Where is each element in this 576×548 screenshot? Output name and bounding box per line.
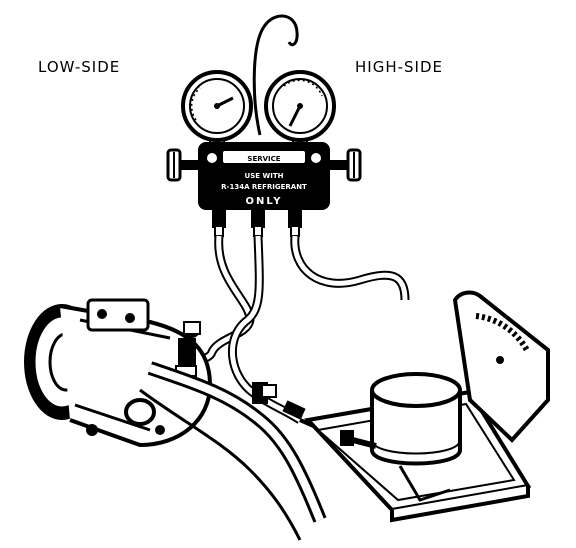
hanger-hook	[252, 14, 299, 136]
low-side-label: LOW-SIDE	[38, 58, 120, 76]
low-side-service-port	[175, 321, 201, 377]
manifold-text-line3: ONLY	[246, 196, 283, 207]
inline-valve	[252, 382, 306, 420]
high-side-valve-knob	[326, 148, 362, 182]
hose-fittings	[212, 210, 302, 237]
high-side-gauge	[264, 70, 336, 153]
low-side-gauge	[181, 70, 253, 153]
refrigerant-line	[139, 361, 327, 541]
manifold-block: SERVICE USE WITH R-134A REFRIGERANT ONLY	[198, 142, 330, 210]
low-side-valve-knob	[166, 148, 202, 182]
refrigerant-can	[340, 372, 462, 502]
high-side-label: HIGH-SIDE	[355, 58, 443, 76]
ac-compressor	[24, 298, 213, 448]
manifold-text-line2: R-134A REFRIGERANT	[221, 183, 307, 191]
high-side-hose	[290, 235, 410, 301]
manifold-plate-text: SERVICE	[247, 155, 280, 163]
manifold-text-line1: USE WITH	[245, 172, 284, 180]
